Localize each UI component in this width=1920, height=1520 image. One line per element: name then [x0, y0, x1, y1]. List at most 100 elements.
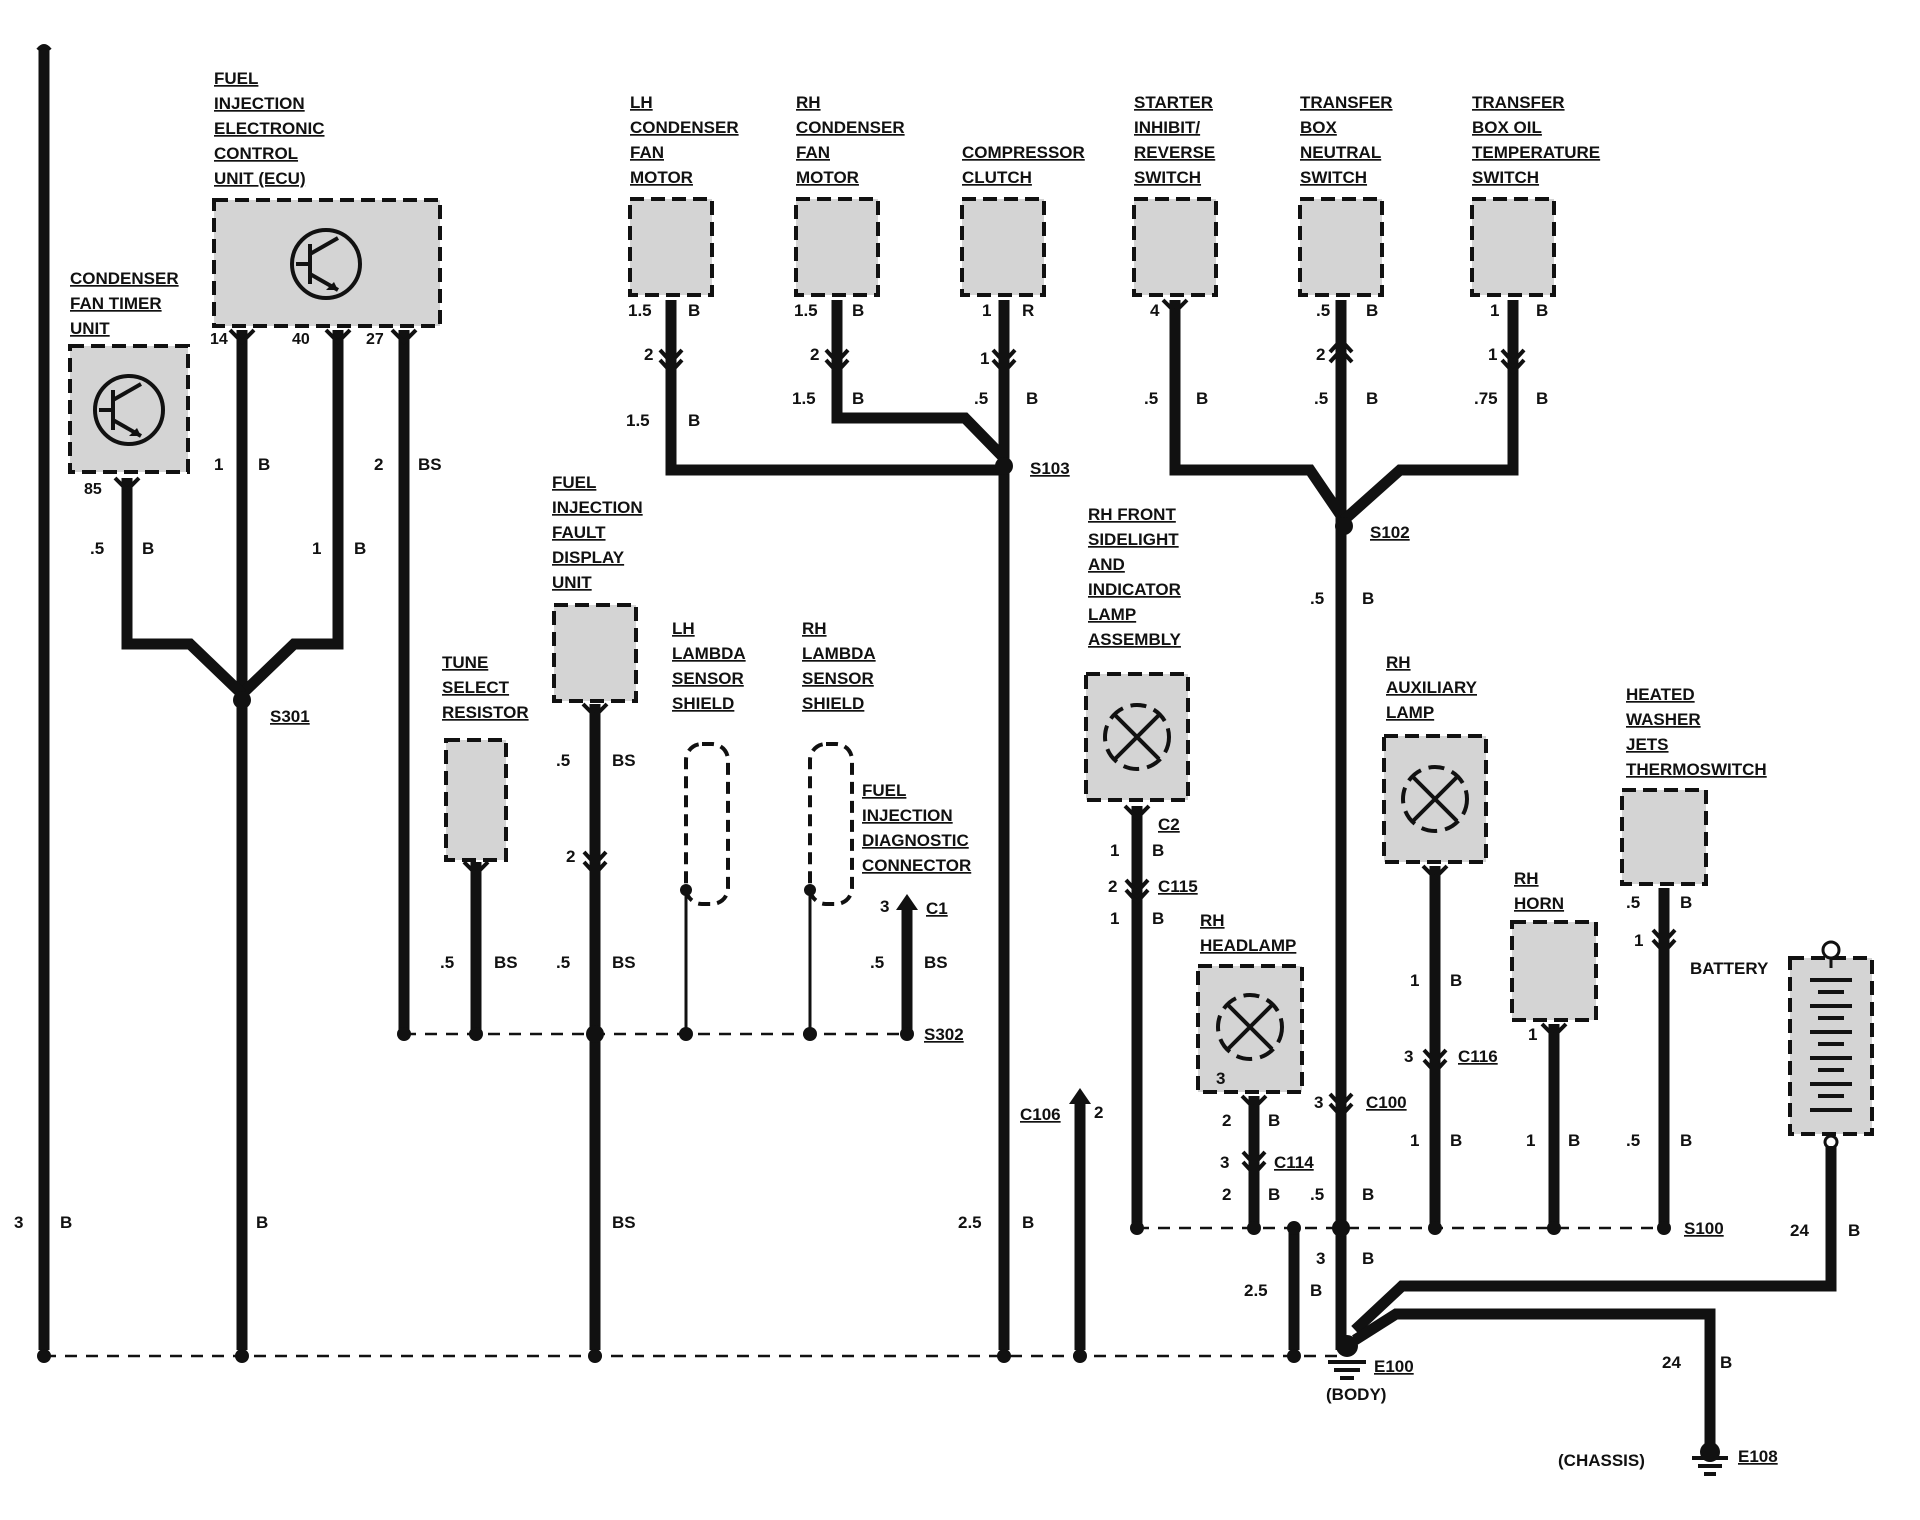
wire-color: B — [1152, 909, 1164, 928]
wire-size: .5 — [1626, 893, 1640, 912]
wire-size: .5 — [974, 389, 988, 408]
wire-size: 2 — [374, 455, 383, 474]
wire-color: B — [688, 411, 700, 430]
lh-condenser-fan-motor-box — [628, 197, 714, 297]
pin-label: 3 — [1404, 1047, 1413, 1066]
rh-lambda-label-2: LAMBDA — [802, 644, 876, 663]
wire-color: B — [1536, 389, 1548, 408]
ecu-label-2: INJECTION — [214, 94, 305, 113]
washer-label-3: JETS — [1626, 735, 1669, 754]
wire-size: .5 — [1314, 389, 1328, 408]
fan-timer-label-3: UNIT — [70, 319, 110, 338]
starter-label-1: STARTER — [1134, 93, 1213, 112]
wire-color: B — [1268, 1111, 1280, 1130]
starter-inhibit-switch-box — [1132, 197, 1218, 297]
wire-size: 1.5 — [628, 301, 652, 320]
wire-color: B — [1568, 1131, 1580, 1150]
washer-label-2: WASHER — [1626, 710, 1701, 729]
wire-color: B — [1720, 1353, 1732, 1372]
rh-lambda-label-1: RH — [802, 619, 827, 638]
horn-label-2: HORN — [1514, 894, 1564, 913]
lh-fan-label-1: LH — [630, 93, 653, 112]
wire-size: 2 — [1222, 1185, 1231, 1204]
wire-size: 1 — [1110, 841, 1119, 860]
wire-size: .5 — [1310, 589, 1324, 608]
component-boxes — [68, 197, 1874, 1136]
fault-label-2: INJECTION — [552, 498, 643, 517]
pin-label: 1 — [1528, 1025, 1537, 1044]
sidelight-label-5: LAMP — [1088, 605, 1136, 624]
pin-label: 3 — [880, 897, 889, 916]
wire-size: .5 — [870, 953, 884, 972]
ecu-label-4: CONTROL — [214, 144, 298, 163]
component-labels: CONDENSER FAN TIMER UNIT FUEL INJECTION … — [70, 69, 1769, 978]
rh-horn-box — [1510, 920, 1598, 1022]
headlamp-label-1: RH — [1200, 911, 1225, 930]
wire-size: .5 — [1144, 389, 1158, 408]
compressor-clutch-box — [960, 197, 1046, 297]
rh-lambda-label-3: SENSOR — [802, 669, 874, 688]
rh-fan-label-2: CONDENSER — [796, 118, 905, 137]
tune-label-3: RESISTOR — [442, 703, 529, 722]
washer-label-1: HEATED — [1626, 685, 1695, 704]
fan-timer-label-2: FAN TIMER — [70, 294, 162, 313]
timer-transistor-icon — [93, 374, 165, 446]
pin-label: 2 — [1094, 1103, 1103, 1122]
wire-size: .5 — [440, 953, 454, 972]
ecu-label-3: ELECTRONIC — [214, 119, 325, 138]
wire-size: 24 — [1662, 1353, 1681, 1372]
wire-color: BS — [612, 751, 636, 770]
wire-color: B — [688, 301, 700, 320]
wire-color: B — [258, 455, 270, 474]
aux-label-1: RH — [1386, 653, 1411, 672]
wire-size: 1 — [1410, 971, 1419, 990]
e108-ground-icon — [1692, 1442, 1728, 1476]
aux-label-2: AUXILIARY — [1386, 678, 1478, 697]
rh-lambda-shield-box — [808, 742, 854, 906]
wire-size: 1.5 — [794, 301, 818, 320]
wire-color: B — [852, 389, 864, 408]
tbn-label-3: NEUTRAL — [1300, 143, 1381, 162]
battery-cells-icon — [1810, 940, 1852, 1150]
lh-lambda-label-1: LH — [672, 619, 695, 638]
wire-color: B — [1026, 389, 1038, 408]
sidelight-label-6: ASSEMBLY — [1088, 630, 1182, 649]
wire-size: 1.5 — [792, 389, 816, 408]
tune-label-2: SELECT — [442, 678, 510, 697]
wire-color: BS — [924, 953, 948, 972]
ground-e108: E108 — [1738, 1447, 1778, 1466]
ground-body: (BODY) — [1326, 1385, 1386, 1404]
wire-color: R — [1022, 301, 1034, 320]
lh-fan-label-4: MOTOR — [630, 168, 693, 187]
wire-color: B — [1536, 301, 1548, 320]
wire-size: 1.5 — [626, 411, 650, 430]
fault-display-unit-box — [552, 603, 638, 703]
fault-label-4: DISPLAY — [552, 548, 625, 567]
wire-size: .5 — [556, 751, 570, 770]
condenser-fan-timer-box — [68, 344, 190, 474]
tbo-label-4: SWITCH — [1472, 168, 1539, 187]
lh-lambda-shield-box — [684, 742, 730, 906]
lh-lambda-label-2: LAMBDA — [672, 644, 746, 663]
tune-select-resistor-box — [444, 738, 508, 862]
wire-color: B — [60, 1213, 72, 1232]
headlamp-label-2: HEADLAMP — [1200, 936, 1296, 955]
lh-fan-label-3: FAN — [630, 143, 664, 162]
starter-label-3: REVERSE — [1134, 143, 1215, 162]
connector-c1: C1 — [926, 899, 948, 918]
connector-c106: C106 — [1020, 1105, 1061, 1124]
splice-s102: S102 — [1370, 523, 1410, 542]
wire-size: 24 — [1790, 1221, 1809, 1240]
rh-fan-label-1: RH — [796, 93, 821, 112]
ground-e100: E100 — [1374, 1357, 1414, 1376]
transfer-box-oil-temp-switch-box — [1470, 197, 1556, 297]
wire-color: B — [1450, 1131, 1462, 1150]
connector-c116: C116 — [1458, 1047, 1498, 1066]
wire-size: 1 — [214, 455, 223, 474]
wire-size: 3 — [14, 1213, 23, 1232]
fault-label-5: UNIT — [552, 573, 592, 592]
connector-c114: C114 — [1274, 1153, 1314, 1172]
diag-label-3: DIAGNOSTIC — [862, 831, 969, 850]
pin-label: 2 — [566, 847, 575, 866]
wire-color: B — [852, 301, 864, 320]
